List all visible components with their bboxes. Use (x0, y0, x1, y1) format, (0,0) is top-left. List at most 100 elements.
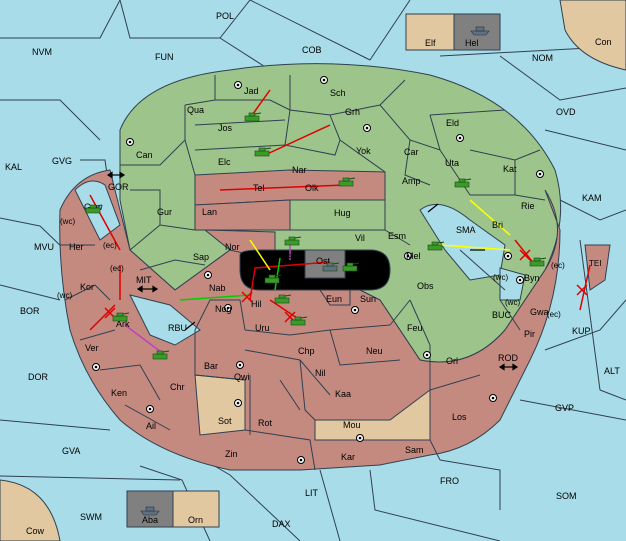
svg-text:(wc): (wc) (493, 273, 508, 282)
svg-text:Los: Los (452, 412, 467, 422)
tank-icon[interactable] (254, 147, 272, 157)
svg-text:KUP: KUP (572, 326, 591, 336)
svg-text:Cow: Cow (26, 526, 45, 536)
svg-text:Eun: Eun (326, 294, 342, 304)
tank-icon[interactable] (342, 262, 360, 272)
svg-text:Sch: Sch (330, 88, 346, 98)
svg-text:Nor: Nor (225, 242, 240, 252)
svg-text:Rot: Rot (258, 418, 273, 428)
svg-text:Jad: Jad (244, 86, 259, 96)
ship-icon[interactable] (140, 506, 160, 516)
label-bor: BOR (20, 306, 40, 316)
svg-text:Kaa: Kaa (335, 389, 351, 399)
label-buc: BUC (492, 310, 512, 320)
svg-text:Bri: Bri (492, 220, 503, 230)
label-kam: KAM (582, 193, 602, 203)
svg-text:Skr: Skr (287, 253, 301, 263)
svg-text:Kor: Kor (80, 282, 94, 292)
svg-text:(ec): (ec) (103, 241, 117, 250)
tank-icon[interactable] (322, 262, 340, 272)
coast-labels: (wc) (ec) (ec) (wc) (wc) (ec) (wc) (ec) (57, 217, 565, 319)
label-nvm: NVM (32, 47, 52, 57)
units (85, 26, 547, 516)
tank-icon[interactable] (284, 236, 302, 246)
label-fun: FUN (155, 52, 174, 62)
label-pol: POL (216, 11, 234, 21)
svg-text:Ark: Ark (116, 319, 130, 329)
tank-icon[interactable] (152, 350, 170, 360)
svg-text:Yok: Yok (356, 146, 371, 156)
svg-text:Qua: Qua (187, 105, 204, 115)
label-fro: FRO (440, 476, 459, 486)
tank-icon[interactable] (338, 177, 356, 187)
svg-text:Can: Can (136, 150, 153, 160)
svg-text:Nar: Nar (292, 165, 307, 175)
svg-text:(ec): (ec) (551, 261, 565, 270)
svg-text:Byn: Byn (524, 273, 540, 283)
svg-text:Nog: Nog (215, 304, 232, 314)
tank-icon[interactable] (427, 241, 445, 251)
svg-text:Mou: Mou (343, 420, 361, 430)
label-nom: NOM (532, 53, 553, 63)
label-dor: DOR (28, 372, 49, 382)
label-kal: KAL (5, 162, 22, 172)
svg-text:Chp: Chp (298, 346, 315, 356)
svg-text:Hel: Hel (465, 38, 479, 48)
svg-text:Ken: Ken (111, 388, 127, 398)
label-swm: SWM (80, 512, 102, 522)
sea-labels: POL NVM FUN COB NOM OVD KAL GVG MVU BOR … (5, 11, 620, 529)
tank-icon[interactable] (529, 257, 547, 267)
tank-icon[interactable] (244, 112, 262, 122)
svg-text:Elc: Elc (218, 157, 231, 167)
svg-text:Obs: Obs (417, 281, 434, 291)
tank-icon[interactable] (274, 294, 292, 304)
ship-icon[interactable] (470, 26, 490, 36)
svg-text:Zin: Zin (225, 449, 238, 459)
svg-text:Eld: Eld (446, 118, 459, 128)
label-mvu: MVU (34, 242, 54, 252)
svg-text:Gur: Gur (157, 207, 172, 217)
svg-text:Olk: Olk (305, 183, 319, 193)
svg-text:Orl: Orl (446, 356, 458, 366)
svg-text:(wc): (wc) (57, 291, 72, 300)
svg-text:Aba: Aba (142, 515, 158, 525)
svg-text:Con: Con (595, 37, 612, 47)
svg-text:Car: Car (404, 147, 419, 157)
svg-text:(wc): (wc) (505, 298, 520, 307)
svg-text:Uru: Uru (255, 323, 270, 333)
svg-text:(ec): (ec) (110, 264, 124, 273)
svg-text:Sam: Sam (405, 445, 424, 455)
svg-text:Sap: Sap (193, 252, 209, 262)
svg-text:(ec): (ec) (547, 310, 561, 319)
tank-icon[interactable] (85, 204, 103, 214)
label-rbu: RBU (168, 323, 187, 333)
svg-text:Rie: Rie (521, 201, 535, 211)
supply-centres (92, 76, 544, 464)
svg-text:Kat: Kat (503, 164, 517, 174)
svg-text:Hug: Hug (334, 208, 351, 218)
other-land-labels: Sot Mou Con Cow Elf Orn Ost Hel Aba TEI … (26, 37, 612, 536)
svg-text:Bar: Bar (204, 361, 218, 371)
tank-icon[interactable] (454, 178, 472, 188)
land-con (559, 0, 626, 71)
label-ovd: OVD (556, 107, 576, 117)
tank-icon[interactable] (290, 316, 308, 326)
svg-text:TEI: TEI (589, 259, 601, 268)
svg-text:Elf: Elf (425, 38, 436, 48)
tank-icon[interactable] (264, 274, 282, 284)
svg-text:Veb: Veb (287, 273, 303, 283)
label-alt: ALT (604, 366, 620, 376)
svg-text:Sun: Sun (360, 294, 376, 304)
continent (59, 63, 562, 471)
label-som: SOM (556, 491, 577, 501)
svg-text:Neu: Neu (366, 346, 383, 356)
svg-text:Orn: Orn (188, 515, 203, 525)
svg-text:Uta: Uta (445, 158, 459, 168)
svg-text:Nil: Nil (315, 368, 326, 378)
green-land-labels: Jad Qua Sch Jos Grh Can Elc Nar Yok Car … (84, 86, 535, 293)
label-gva: GVA (62, 446, 80, 456)
svg-text:Gwa: Gwa (530, 307, 549, 317)
tank-icon[interactable] (112, 312, 130, 322)
